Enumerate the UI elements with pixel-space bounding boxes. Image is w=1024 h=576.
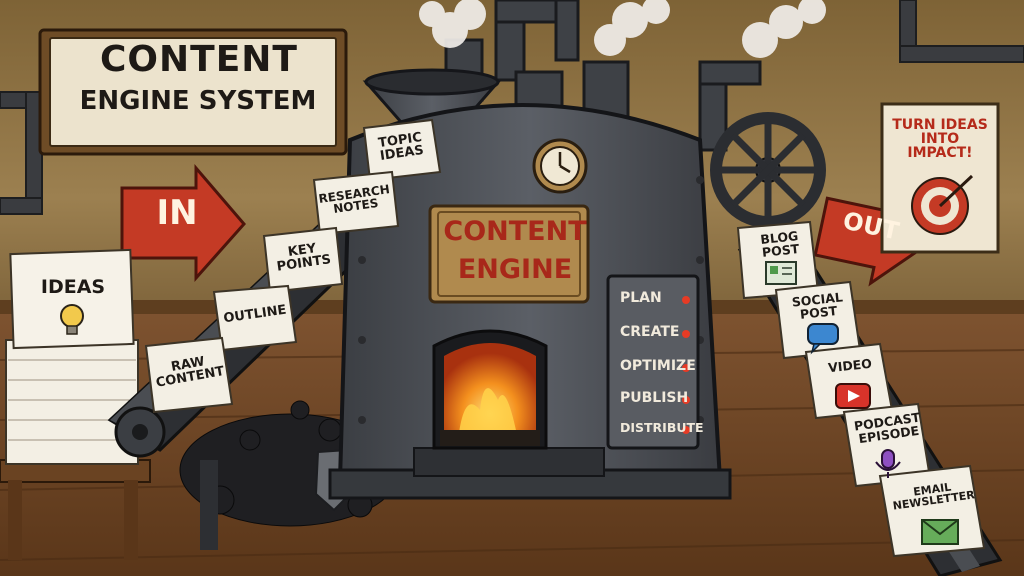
flywheel xyxy=(710,112,826,228)
target-icon xyxy=(911,174,974,235)
pressure-gauge xyxy=(532,138,588,194)
hopper-funnel xyxy=(362,68,502,132)
engine-plate xyxy=(428,204,590,304)
process-panel xyxy=(606,274,700,450)
input-note-topic-ideas xyxy=(362,118,442,182)
input-note-raw-content xyxy=(144,336,234,414)
microphone-icon xyxy=(875,449,901,478)
chat-bubble-icon xyxy=(807,323,839,355)
lightbulb-icon xyxy=(60,304,84,335)
input-note-key-points xyxy=(262,226,344,294)
play-button-icon xyxy=(835,383,871,409)
title-sign xyxy=(38,28,348,156)
input-note-research-notes xyxy=(312,170,400,236)
furnace xyxy=(432,329,548,450)
document-icon xyxy=(765,261,797,285)
top-pipes xyxy=(444,0,762,152)
ideas-paper-stack xyxy=(5,248,139,465)
steam-clouds xyxy=(419,0,826,58)
impact-poster xyxy=(880,102,1000,254)
in-arrow xyxy=(120,163,246,282)
wall-pipes xyxy=(0,0,1024,215)
envelope-icon xyxy=(921,519,959,545)
input-note-outline xyxy=(212,284,298,352)
ideas-table xyxy=(0,459,151,560)
